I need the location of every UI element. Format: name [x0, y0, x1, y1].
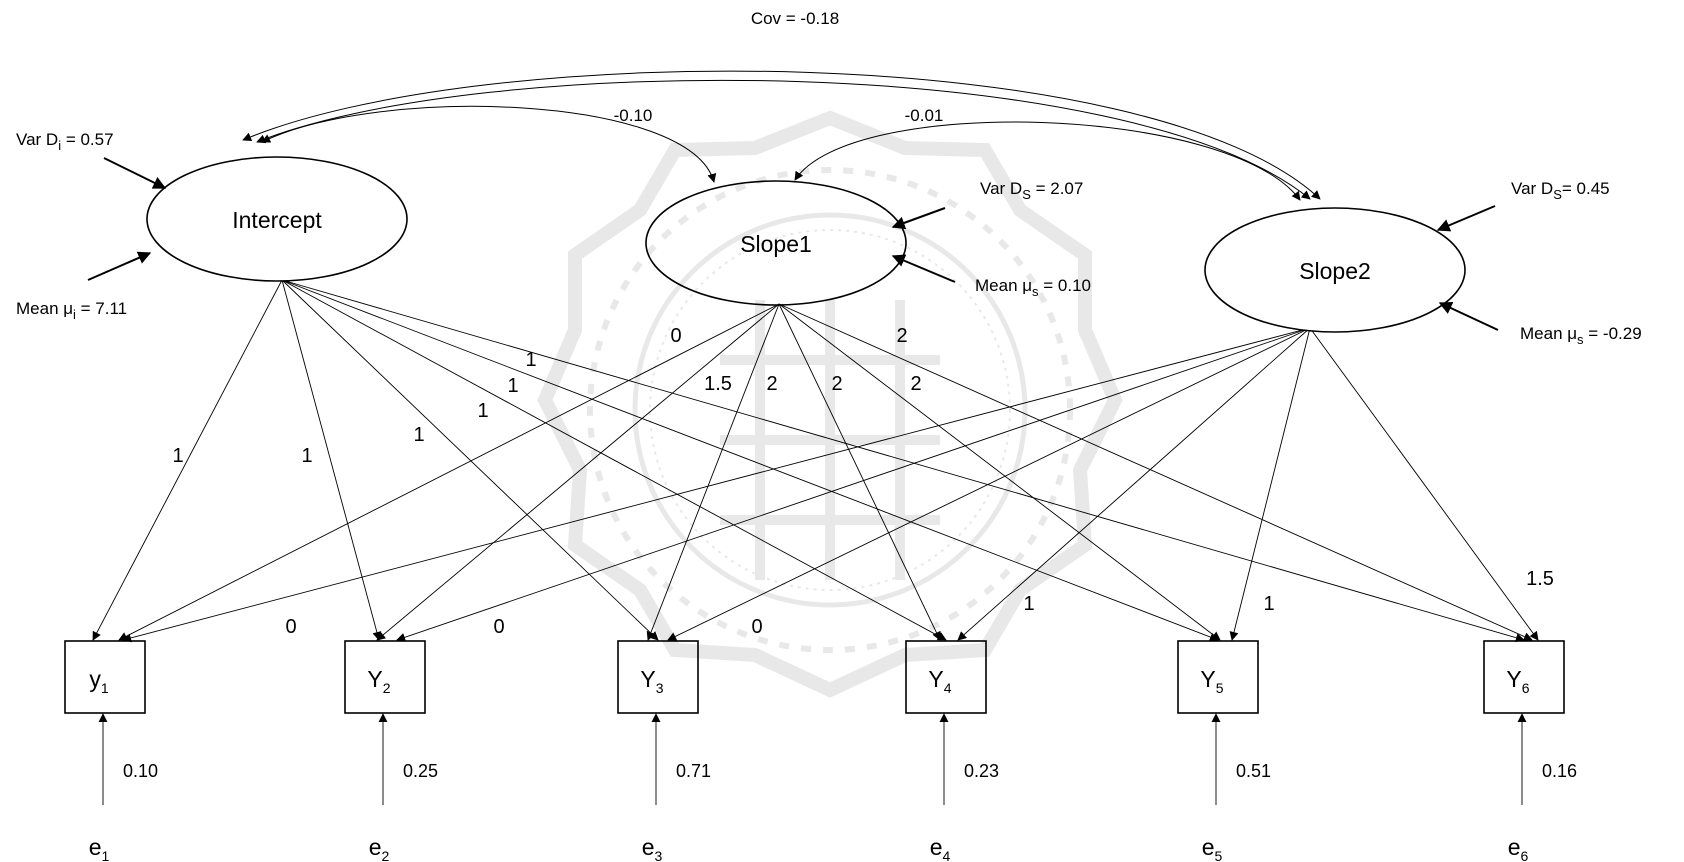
observed-label-1: y1	[89, 666, 109, 696]
error-label-6: e6	[1508, 834, 1529, 862]
loading-intercept-y5	[281, 279, 1219, 642]
loading-label-intercept-y4: 1	[477, 400, 488, 422]
loading-slope2-y4	[957, 327, 1311, 641]
cov-intercept-slope1-label: -0.10	[614, 106, 653, 125]
slope1-mean-arrow	[891, 254, 956, 283]
error-terms: 0.10 e1 0.25 e2 0.71 e3 0.23 e4 0.51 e5 0.16 e6	[89, 713, 1577, 862]
loading-label-slope1-y4: 2	[831, 373, 842, 395]
observed-label-4: Y4	[928, 666, 951, 696]
error-variance-2: 0.25	[403, 761, 438, 781]
watermark-seal	[537, 110, 1123, 698]
intercept-mean-arrow	[87, 251, 152, 281]
error-variance-4: 0.23	[964, 761, 999, 781]
error-label-5: e5	[1202, 834, 1223, 862]
error-variance-6: 0.16	[1542, 761, 1577, 781]
latent-parameter-arrows	[87, 157, 1499, 331]
loading-slope2-y3	[667, 327, 1311, 641]
intercept-var-arrow	[103, 157, 167, 189]
loading-slope1-y1	[118, 303, 780, 641]
error-variance-3: 0.71	[676, 761, 711, 781]
slope1-variance-label: Var DS = 2.07	[980, 179, 1083, 202]
loading-label-slope2-y4: 1	[1023, 593, 1034, 615]
observed-variables: y1 Y2 Y3 Y4 Y5 Y6	[64, 640, 1565, 714]
slope2-var-arrow	[1436, 205, 1496, 232]
observed-box-4	[905, 640, 987, 714]
slope1-mean-label: Mean μs = 0.10	[975, 276, 1091, 299]
slope2-mean-label: Mean μs = -0.29	[1520, 324, 1642, 347]
loading-label-slope1-y5: 2	[910, 373, 921, 395]
cov-slope1-slope2-label: -0.01	[905, 106, 944, 125]
error-label-4: e4	[930, 834, 951, 862]
error-variance-5: 0.51	[1236, 761, 1271, 781]
latent-factors: Intercept Slope1 Slope2	[146, 156, 1466, 333]
loading-intercept-y4	[281, 279, 947, 641]
observed-label-2: Y2	[367, 666, 390, 696]
loading-label-intercept-y2: 1	[301, 445, 312, 467]
loading-slope2-y2	[396, 327, 1311, 642]
error-label-1: e1	[89, 834, 110, 862]
slope2-mean-arrow	[1438, 302, 1499, 331]
loading-label-slope2-y2: 0	[493, 616, 504, 638]
loading-slope2-y1	[122, 327, 1311, 643]
loading-slope1-y2	[376, 303, 780, 641]
cov-slope1-slope2-arrow	[794, 121, 1301, 201]
loading-intercept-y6	[281, 279, 1525, 643]
observed-box-5	[1177, 640, 1259, 714]
cov-intercept-slope2-arrow-inner	[256, 79, 1311, 200]
loading-intercept-y3	[281, 279, 659, 641]
intercept-label: Intercept	[232, 207, 322, 233]
loading-label-slope1-y6: 2	[896, 325, 907, 347]
error-label-2: e2	[369, 834, 390, 862]
cov-intercept-slope2-label: Cov = -0.18	[751, 9, 839, 28]
loading-label-slope2-y6: 1.5	[1526, 568, 1554, 590]
loading-label-intercept-y1: 1	[172, 445, 183, 467]
intercept-variance-label: Var Di = 0.57	[16, 130, 114, 153]
error-label-3: e3	[642, 834, 663, 862]
loading-slope2-y6	[1309, 327, 1539, 641]
loading-slope1-y3	[646, 303, 780, 641]
loading-label-slope1-y3: 2	[766, 373, 777, 395]
intercept-mean-label: Mean μi = 7.11	[16, 299, 127, 322]
loading-slope1-y4	[778, 303, 941, 641]
observed-box-2	[344, 640, 426, 714]
observed-box-6	[1483, 640, 1565, 714]
loading-paths	[92, 279, 1539, 643]
loading-slope1-y5	[778, 303, 1221, 641]
slope1-label: Slope1	[740, 231, 812, 257]
slope2-ellipse	[1204, 207, 1466, 333]
slope2-label: Slope2	[1299, 258, 1371, 284]
loading-label-slope2-y5: 1	[1263, 593, 1274, 615]
observed-box-3	[617, 640, 699, 714]
loading-label-intercept-y6: 1	[525, 349, 536, 371]
loading-label-slope2-y3: 0	[751, 616, 762, 638]
slope1-ellipse	[645, 180, 907, 306]
loading-label-slope1-y1: 0	[670, 325, 681, 347]
observed-label-5: Y5	[1200, 666, 1223, 696]
observed-box-1	[64, 640, 146, 714]
slope2-variance-label: Var DS= 0.45	[1511, 179, 1610, 202]
loading-label-slope1-y2: 1.5	[704, 373, 732, 395]
loading-intercept-y2	[281, 279, 382, 641]
loading-label-slope2-y1: 0	[285, 616, 296, 638]
error-variance-1: 0.10	[123, 761, 158, 781]
cov-intercept-slope1-arrow	[261, 105, 717, 183]
intercept-ellipse	[146, 156, 408, 282]
loading-intercept-y1	[92, 279, 283, 641]
observed-label-3: Y3	[640, 666, 663, 696]
slope1-var-arrow	[891, 207, 946, 230]
loading-slope1-y6	[778, 303, 1533, 641]
loading-label-intercept-y5: 1	[507, 375, 518, 397]
loading-label-intercept-y3: 1	[413, 424, 424, 446]
observed-label-6: Y6	[1506, 666, 1529, 696]
covariance-arrows	[242, 70, 1321, 201]
loading-slope2-y5	[1229, 327, 1311, 641]
